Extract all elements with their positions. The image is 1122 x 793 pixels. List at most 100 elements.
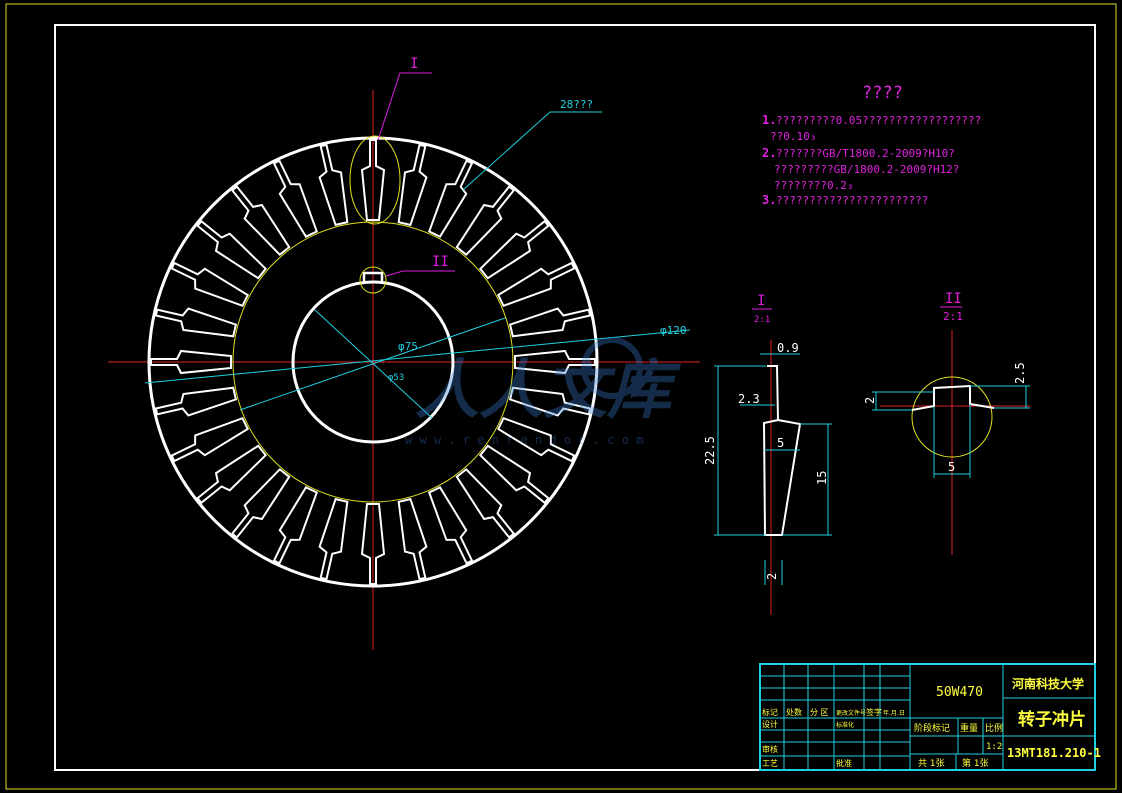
title-block (759, 663, 1096, 771)
detail-2-keyway-profile (911, 384, 995, 411)
detail-1-label: I (410, 56, 418, 72)
note-2-line-3: ????????0.2₃ (774, 179, 853, 192)
dim-detail-2-width-value: 5 (948, 460, 955, 474)
dim-detail-1-lower-value: 15 (815, 471, 829, 485)
rotor-slot (196, 219, 268, 280)
rotor-slot (397, 497, 428, 581)
dim-line-yoke-diameter (239, 317, 506, 411)
note-2-line-2: ?????????GB/1800.2-2009?H12? (774, 163, 959, 176)
dim-detail-2-height-value: 2.5 (1013, 362, 1027, 384)
slot-bottom-circle (232, 221, 514, 503)
rotor-slot (230, 185, 291, 257)
label-diameter-yoke: φ75 (398, 340, 418, 353)
tb-header-design: 设计 (762, 719, 778, 729)
rotor-slot (150, 349, 232, 375)
rotor-slot (318, 497, 349, 581)
note-3-line-1: ??????????????????????? (776, 194, 928, 207)
note-2-number: 2. (762, 146, 776, 160)
dim-detail-1-step-value: 2.3 (738, 392, 760, 406)
rotor-slot (272, 486, 319, 565)
sheet-outer-frame (5, 3, 1117, 790)
rotor-slot (230, 467, 291, 539)
rotor-slot (478, 444, 550, 505)
rotor-slot (427, 486, 474, 565)
tb-school: 河南科技大学 (1011, 676, 1084, 691)
detail-1-marker-ellipse (349, 135, 401, 225)
note-3-number: 3. (762, 193, 776, 207)
detail-2-leader (385, 270, 455, 277)
rotor-slot (170, 261, 249, 308)
detail-2-marker-circle (359, 266, 387, 294)
rotor-slots (150, 139, 596, 585)
rotor-slot (170, 416, 249, 463)
slot-count-leader (462, 111, 551, 191)
detail-2-scale: 2:1 (943, 310, 963, 323)
rotor-slot (508, 386, 592, 417)
rotor-slot (497, 416, 576, 463)
rotor-slot (478, 219, 550, 280)
tb-header-count: 处数 (786, 707, 802, 717)
rotor-slot (318, 143, 349, 227)
rotor-lamination-view: φ120 φ75 φ53 28??? I II (108, 56, 700, 650)
rotor-slot (514, 349, 596, 375)
drawing-border (54, 24, 1096, 771)
notes-title: ???? (862, 83, 903, 103)
note-1-number: 1. (762, 113, 776, 127)
tb-scale-value: 1:2 (986, 742, 1002, 752)
tb-weight: 重量 (960, 722, 978, 734)
tb-material: 50W470 (936, 685, 983, 700)
tb-ratio: 比例 (985, 722, 1003, 734)
dim-line-outer-diameter (144, 329, 691, 384)
rotor-bore (291, 280, 455, 444)
tb-header-sign: 签字 (866, 707, 882, 717)
rotor-slot (455, 185, 516, 257)
tb-sheet-no: 第 1张 (962, 757, 989, 769)
rotor-slot (427, 159, 474, 238)
tb-header-change-doc: 更改文件号 (836, 709, 866, 717)
tb-header-date: 年.月.日 (883, 709, 905, 717)
label-diameter-bore: φ53 (388, 373, 404, 383)
dim-line-bore-diameter (314, 309, 433, 419)
watermark-logo-ring (581, 337, 643, 399)
detail-1-scale: 2:1 (754, 315, 770, 325)
rotor-slot (272, 159, 319, 238)
rotor-slot (508, 307, 592, 338)
watermark-url: w w w . r e n r e n d o c . c o m (405, 433, 643, 447)
dim-detail-1-top-value: 0.9 (777, 341, 799, 355)
detail-2-circle (911, 376, 993, 458)
dim-detail-2-depth-value: 2 (863, 397, 877, 404)
rotor-slot (196, 444, 268, 505)
watermark: 人人文库 w w w . r e n r e n d o c . c o m (405, 337, 682, 447)
watermark-logo-text: 人人文库 (415, 354, 682, 428)
detail-1-view-label: I (757, 293, 765, 309)
note-2-line-1: ???????GB/T1800.2-2009?H10? (776, 147, 955, 160)
detail-view-2: II 2:1 5 2.5 2 (863, 291, 1030, 555)
dim-detail-1-total-value: 22.5 (703, 436, 717, 465)
rotor-slot (397, 143, 428, 227)
tb-header-process: 工艺 (762, 759, 778, 768)
technical-notes: ???? 1. ?????????0.05?????????????????? … (762, 83, 981, 207)
rotor-slot (455, 467, 516, 539)
tb-header-zone: 分 区 (810, 708, 829, 717)
title-block-frame (759, 663, 1096, 771)
rotor-slot (360, 139, 386, 221)
rotor-slot (154, 307, 238, 338)
note-1-line-2: ??0.10₃ (770, 130, 816, 143)
tb-sheets-total: 共 1张 (918, 758, 945, 769)
tb-drawing-no: 13MT181.210-1 (1007, 746, 1101, 760)
rotor-slot (360, 503, 386, 585)
tb-stage-mark: 阶段标记 (914, 722, 950, 734)
dim-detail-1-bottom-value: 2 (765, 573, 779, 580)
keyway-notch (362, 271, 384, 283)
detail-2-label: II (432, 254, 449, 270)
rotor-outer-edge (147, 136, 599, 588)
title-block-left-grid (760, 664, 910, 770)
tb-part-name: 转子冲片 (1018, 709, 1086, 730)
detail-1-slot-profile (762, 365, 802, 536)
detail-1-leader (377, 72, 432, 141)
rotor-slot (497, 261, 576, 308)
detail-2-view-label: II (945, 291, 962, 307)
tb-header-mark: 标记 (762, 707, 778, 717)
title-block-text: 50W470 河南科技大学 转子冲片 13MT181.210-1 阶段标记 重量… (762, 676, 1101, 769)
